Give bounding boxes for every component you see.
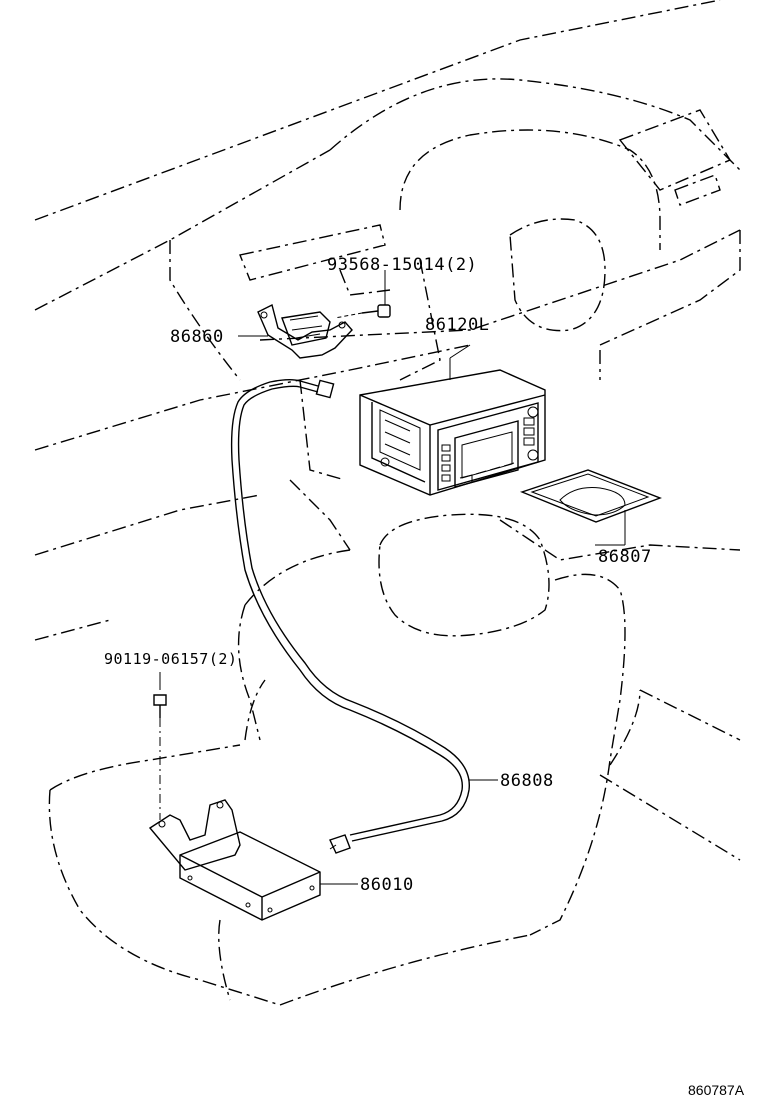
leader-lines [320, 544, 625, 885]
bracket-86860 [238, 303, 353, 359]
bolt-bottom [153, 672, 167, 820]
label-cable: 86808 [500, 771, 554, 791]
label-plate: 86807 [598, 547, 652, 567]
label-bracket: 86860 [170, 327, 224, 347]
diagram-code: 860787A [688, 1082, 745, 1098]
cable-86808 [230, 379, 470, 854]
plate-86807 [519, 469, 662, 545]
seat-outline [48, 513, 741, 1006]
bolt-top [334, 270, 391, 319]
receiver-box [148, 799, 321, 921]
navigation-unit [359, 344, 546, 496]
label-bolt-top: 93568-15014(2) [327, 255, 477, 275]
label-bolt-bottom: 90119-06157(2) [104, 650, 237, 668]
label-navigation-unit: 86120L [425, 315, 489, 335]
dashboard-outline [34, 0, 741, 641]
label-receiver-box: 86010 [360, 875, 414, 895]
